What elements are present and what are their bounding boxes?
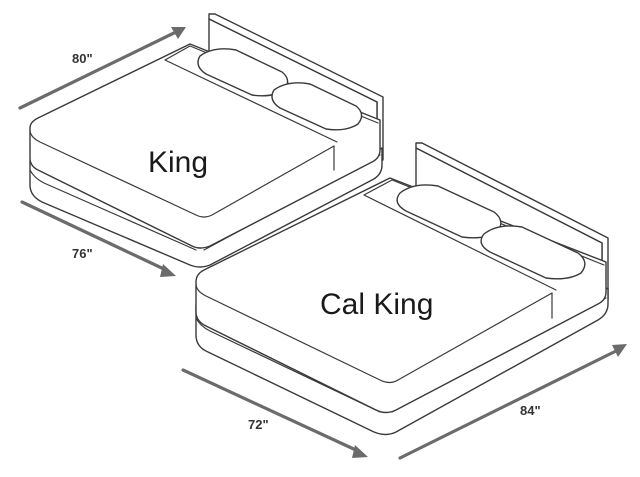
king-label: King: [148, 146, 208, 179]
king-mattress-edge: [29, 129, 335, 218]
cal-king-width-label: 72": [248, 417, 269, 432]
king-length-arrow: [18, 27, 186, 110]
cal-king-base-seam: [195, 317, 381, 413]
king-duvet-fold: [164, 59, 338, 143]
cal-king-duvet-fold: [363, 194, 557, 291]
king-pillow-right: [271, 82, 363, 131]
cal-king-mattress-edge: [195, 283, 553, 384]
king-length-label: 80": [72, 51, 93, 66]
king-bed: King: [29, 13, 384, 268]
king-width-label: 76": [72, 246, 93, 261]
cal-king-width-arrow: [181, 368, 368, 458]
cal-king-bed: Cal King: [195, 142, 609, 436]
king-width-arrow: [20, 200, 176, 277]
cal-king-pillow-right: [480, 225, 586, 280]
king-base-seam: [29, 169, 197, 251]
cal-king-length-arrow: [398, 344, 627, 460]
cal-king-label: Cal King: [320, 288, 433, 321]
cal-king-length-label: 84": [520, 403, 541, 418]
